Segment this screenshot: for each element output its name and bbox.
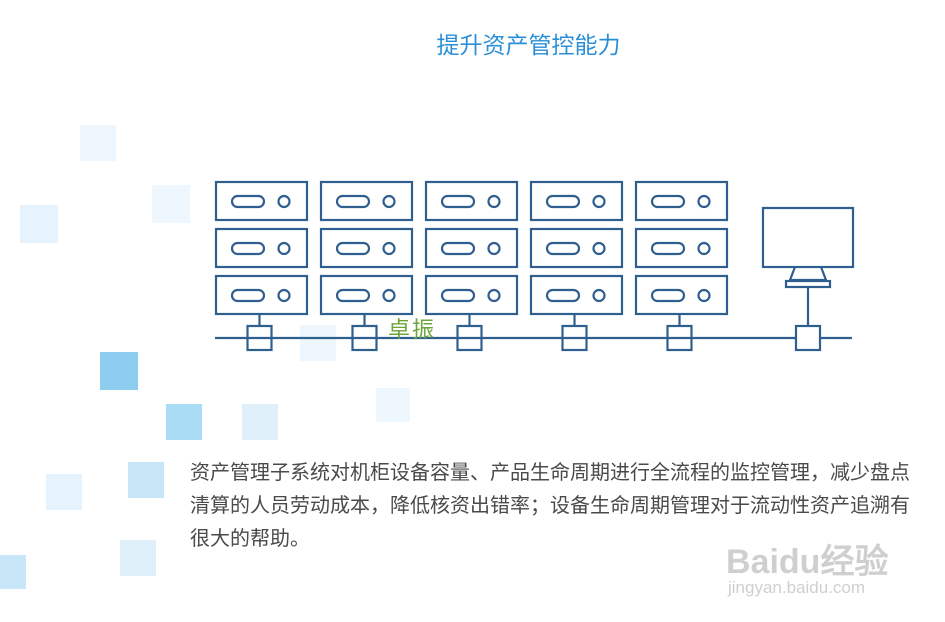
server-unit: [634, 180, 729, 222]
baidu-url: jingyan.baidu.com: [728, 578, 866, 597]
server-unit: [634, 274, 729, 316]
decor-square-7: [376, 388, 410, 422]
server-slot: [440, 288, 476, 303]
server-led: [277, 288, 291, 303]
server-unit: [214, 180, 309, 222]
server-led: [382, 241, 396, 256]
server-slot: [650, 288, 686, 303]
decor-square-12: [0, 555, 26, 589]
server-unit: [319, 274, 414, 316]
server-unit: [529, 227, 624, 269]
server-unit: [424, 227, 519, 269]
server-slot: [545, 288, 581, 303]
server-unit: [319, 180, 414, 222]
baidu-jingyan-watermark: Baidu经验 jingyan.baidu.com: [726, 530, 926, 610]
decor-square-3: [152, 185, 190, 223]
server-unit: [214, 274, 309, 316]
server-led: [277, 194, 291, 209]
server-unit: [424, 274, 519, 316]
decor-square-10: [46, 474, 82, 510]
decor-square-4: [100, 352, 138, 390]
monitor-icon: [761, 206, 855, 352]
server-slot: [230, 194, 266, 209]
server-unit: [214, 227, 309, 269]
decor-square-2: [20, 205, 58, 243]
server-slot: [545, 194, 581, 209]
decor-square-8: [300, 325, 336, 361]
server-led: [382, 194, 396, 209]
server-slot: [440, 241, 476, 256]
description-text: 资产管理子系统对机柜设备容量、产品生命周期进行全流程的监控管理，减少盘点清算的人…: [190, 460, 910, 550]
server-led: [592, 288, 606, 303]
decor-square-1: [80, 125, 116, 161]
server-slot: [650, 241, 686, 256]
server-led: [592, 241, 606, 256]
decor-square-6: [242, 404, 278, 440]
server-unit: [634, 227, 729, 269]
decor-square-11: [120, 540, 156, 576]
server-slot: [650, 194, 686, 209]
server-led: [697, 194, 711, 209]
server-slot: [335, 194, 371, 209]
server-unit: [424, 180, 519, 222]
server-slot: [230, 288, 266, 303]
server-unit: [319, 227, 414, 269]
server-slot: [545, 241, 581, 256]
server-rack-columns: [214, 180, 729, 352]
server-led: [487, 241, 501, 256]
baidu-logo: Baidu经验: [726, 543, 889, 581]
server-slot: [440, 194, 476, 209]
server-slot: [335, 288, 371, 303]
server-led: [697, 241, 711, 256]
server-led: [592, 194, 606, 209]
server-unit: [529, 180, 624, 222]
server-led: [487, 288, 501, 303]
decor-square-9: [128, 462, 164, 498]
page-title: 提升资产管控能力: [436, 33, 621, 59]
server-led: [382, 288, 396, 303]
server-led: [487, 194, 501, 209]
center-watermark: 卓振: [388, 318, 437, 343]
server-slot: [230, 241, 266, 256]
decor-square-5: [166, 404, 202, 440]
server-slot: [335, 241, 371, 256]
server-led: [697, 288, 711, 303]
server-led: [277, 241, 291, 256]
server-unit: [529, 274, 624, 316]
